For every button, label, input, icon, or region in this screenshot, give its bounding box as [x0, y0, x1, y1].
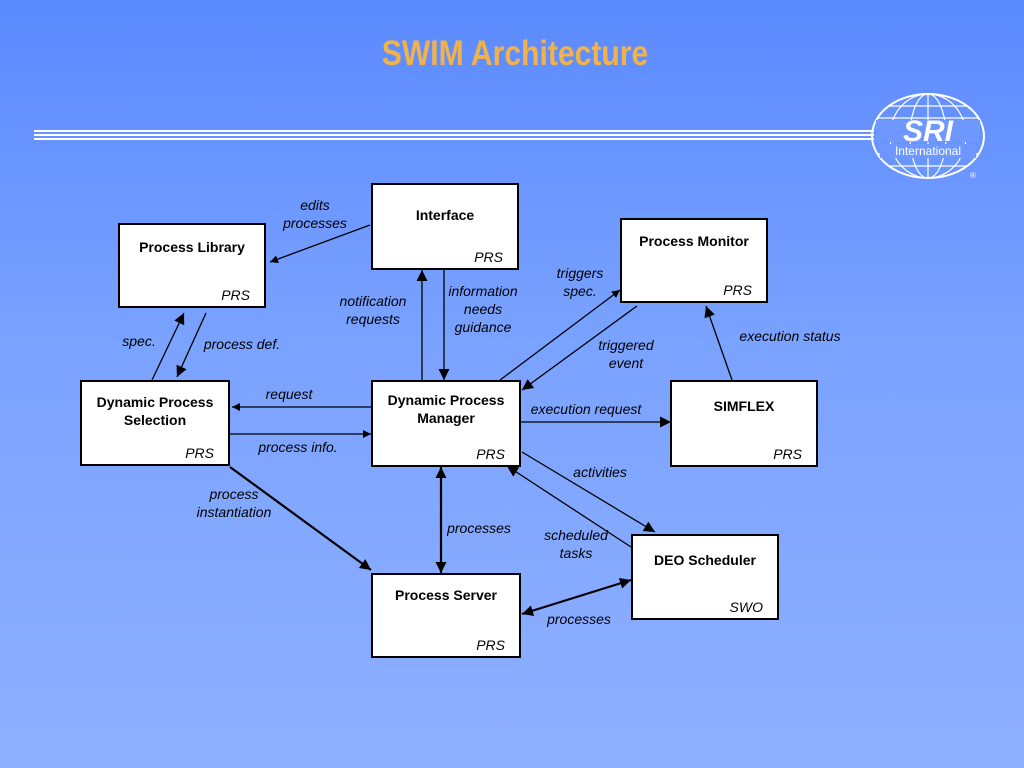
dynamic-process-manager-box: Dynamic Process Manager PRS — [371, 380, 521, 467]
label-processes-vertical: processes — [447, 520, 511, 536]
simflex-system: PRS — [773, 446, 802, 462]
process-library-system: PRS — [221, 287, 250, 303]
label-activities: activities — [573, 464, 627, 480]
edge-manager-to-monitor — [499, 289, 621, 381]
label-notification-requests: notification requests — [339, 293, 407, 327]
edge-manager-to-scheduler — [521, 451, 656, 533]
interface-system: PRS — [474, 249, 503, 265]
label-information-needs-guidance: information needs guidance — [448, 283, 518, 335]
sri-logo-text: SRI — [903, 115, 954, 148]
interface-name: Interface — [415, 207, 475, 223]
simflex-box: SIMFLEX PRS — [670, 380, 818, 467]
label-spec: spec. — [122, 333, 156, 349]
process-monitor-system: PRS — [723, 282, 752, 298]
edge-selection-to-library — [151, 312, 185, 381]
edge-scheduler-to-manager — [506, 465, 632, 548]
dynamic-process-manager-name: Dynamic Process Manager — [387, 392, 505, 426]
label-processes-bottom: processes — [547, 611, 611, 627]
edge-selection-to-server — [229, 466, 372, 571]
deo-scheduler-name: DEO Scheduler — [654, 552, 756, 568]
label-execution-status: execution status — [739, 328, 841, 344]
label-edits-processes: edits processes — [283, 197, 347, 231]
process-monitor-box: Process Monitor PRS — [620, 218, 768, 303]
edge-simflex-to-monitor — [704, 305, 733, 381]
dynamic-process-selection-box: Dynamic Process Selection PRS — [80, 380, 230, 466]
dynamic-process-selection-system: PRS — [185, 445, 214, 461]
process-library-name: Process Library — [139, 239, 245, 255]
process-library-box: Process Library PRS — [118, 223, 266, 308]
label-process-def: process def. — [203, 336, 281, 352]
deo-scheduler-box: DEO Scheduler SWO — [631, 534, 779, 620]
dynamic-process-selection-name: Dynamic Process Selection — [96, 394, 214, 428]
process-server-box: Process Server PRS — [371, 573, 521, 658]
label-request: request — [265, 386, 313, 402]
edge-scheduler-server — [521, 578, 632, 616]
edge-monitor-to-manager — [521, 305, 638, 391]
label-triggered-event: triggered event — [598, 337, 654, 371]
sri-logo-subtext: International — [895, 144, 961, 158]
edge-interface-to-library — [269, 224, 371, 263]
sri-logo: SRI International ® — [871, 93, 985, 180]
process-server-name: Process Server — [395, 587, 497, 603]
process-monitor-name: Process Monitor — [639, 233, 749, 249]
interface-box: Interface PRS — [371, 183, 519, 270]
dynamic-process-manager-system: PRS — [476, 446, 505, 462]
slide-title: SWIM Architecture — [381, 34, 649, 73]
simflex-name: SIMFLEX — [713, 398, 775, 414]
label-triggers-spec: triggers spec. — [556, 265, 604, 299]
label-process-instantiation: process instantiation — [196, 486, 272, 520]
deo-scheduler-system: SWO — [729, 599, 763, 615]
label-execution-request: execution request — [530, 401, 642, 417]
process-server-system: PRS — [476, 637, 505, 653]
edge-library-to-selection — [176, 312, 207, 378]
label-process-info: process info. — [258, 439, 338, 455]
sri-logo-mark: ® — [970, 171, 976, 180]
label-scheduled-tasks: scheduled tasks — [544, 527, 608, 561]
